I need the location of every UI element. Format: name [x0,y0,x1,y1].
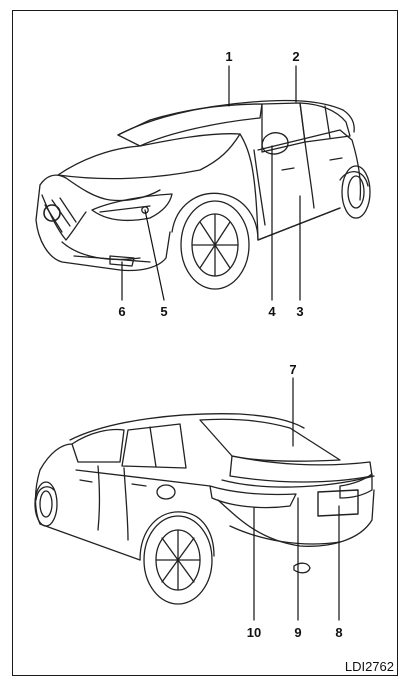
callout-3: 3 [296,304,303,319]
callout-9: 9 [294,625,301,640]
callout-10: 10 [247,625,261,640]
rear-callout-leaders [253,377,340,621]
callout-6: 6 [118,304,125,319]
front-callout-labels: 1 2 3 4 5 6 [118,49,303,319]
callout-5: 5 [160,304,167,319]
figure-code: LDI2762 [344,659,394,674]
rear-car-illustration [34,413,375,605]
figure-frame [12,10,398,676]
front-car-illustration [35,99,371,290]
callout-2: 2 [292,49,299,64]
callout-1: 1 [225,49,232,64]
front-callout-leaders [121,65,301,301]
rear-callout-labels: 7 8 9 10 [247,362,343,640]
callout-7: 7 [289,362,296,377]
callout-8: 8 [335,625,342,640]
callout-4: 4 [268,304,276,319]
